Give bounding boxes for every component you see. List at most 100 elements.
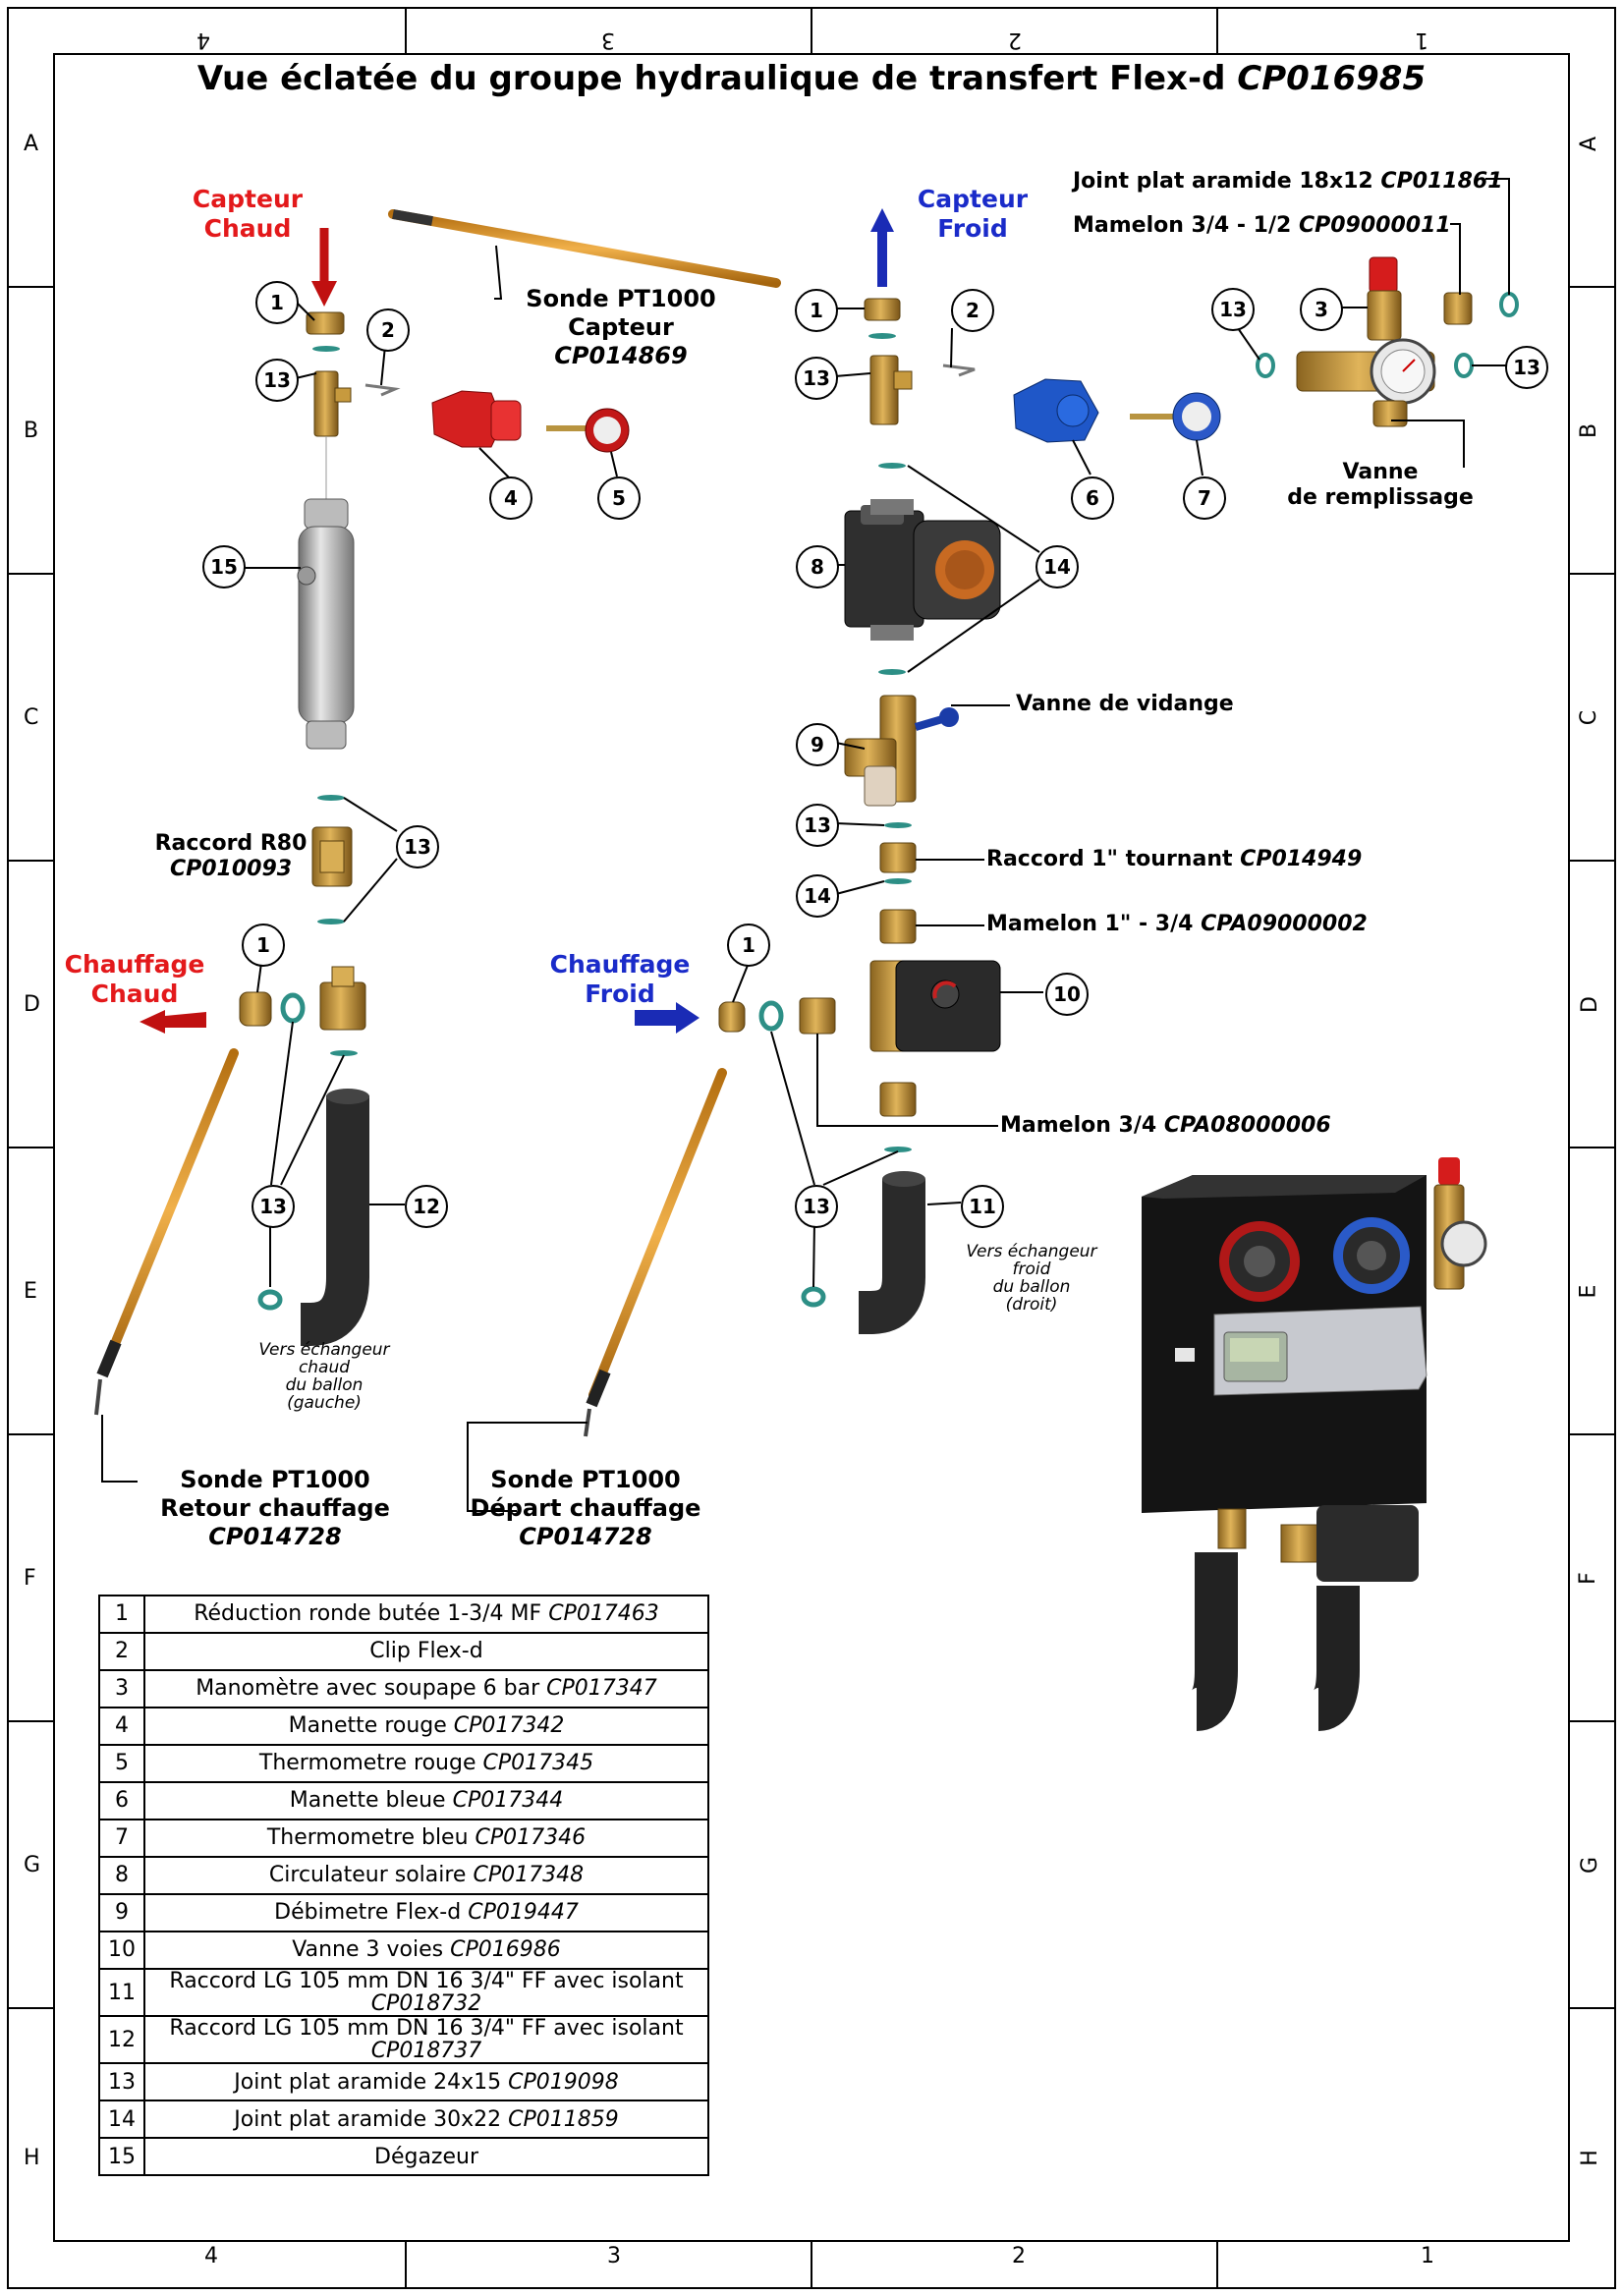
part-reference: CP016986 bbox=[450, 1937, 561, 1963]
part-description: Dégazeur bbox=[143, 2137, 709, 2177]
zone-bottom-1: 1 bbox=[1421, 2244, 1434, 2268]
part-description: Vanne 3 voies CP016986 bbox=[143, 1931, 709, 1970]
part-number: 10 bbox=[98, 1931, 145, 1970]
capteur-chaud-l1: Capteur bbox=[192, 185, 304, 213]
callout-mamelon-34: Mamelon 3/4 CPA08000006 bbox=[1000, 1113, 1331, 1139]
bubble-13: 13 bbox=[795, 1185, 838, 1228]
chauffage-chaud-label: Chauffage Chaud bbox=[61, 950, 208, 1009]
zone-left-B: B bbox=[24, 419, 39, 443]
zone-top-4: 4 bbox=[196, 28, 210, 52]
part-reference: CP019447 bbox=[468, 1900, 579, 1926]
part-number: 9 bbox=[98, 1893, 145, 1932]
bubble-13: 13 bbox=[1505, 346, 1548, 389]
part-description: Thermometre bleu CP017346 bbox=[143, 1819, 709, 1858]
chauffage-froid-label: Chauffage Froid bbox=[546, 950, 694, 1009]
part-number: 7 bbox=[98, 1819, 145, 1858]
zone-right-F: F bbox=[1575, 1572, 1600, 1585]
zone-left-C: C bbox=[24, 705, 39, 730]
part-description-text: Manette bleue bbox=[289, 1788, 453, 1814]
callout-raccord-tournant-ref: CP014949 bbox=[1240, 847, 1363, 871]
zone-right-B: B bbox=[1577, 422, 1602, 439]
callout-sonde-capteur-ref: CP014869 bbox=[554, 341, 688, 369]
part-reference: CP018732 bbox=[370, 1991, 482, 2017]
callout-mamelon-34-12: Mamelon 3/4 - 1/2 CP09000011 bbox=[1073, 213, 1451, 239]
callout-raccord-r80: Raccord R80 CP010093 bbox=[147, 831, 314, 883]
bubble-6: 6 bbox=[1071, 476, 1114, 520]
capteur-chaud-label: Capteur Chaud bbox=[187, 185, 308, 244]
part-description-text: Réduction ronde butée 1-3/4 MF bbox=[194, 1601, 549, 1627]
part-reference: CP017346 bbox=[475, 1825, 587, 1851]
bubble-1: 1 bbox=[795, 289, 838, 332]
part-number: 6 bbox=[98, 1781, 145, 1820]
bubble-2: 2 bbox=[366, 308, 410, 352]
part-description: Raccord LG 105 mm DN 16 3/4" FF avec iso… bbox=[143, 2015, 709, 2065]
callout-sonde-retour: Sonde PT1000 Retour chauffage CP014728 bbox=[140, 1466, 411, 1550]
callout-mamelon-1-34-ref: CPA09000002 bbox=[1201, 912, 1368, 936]
bubble-13: 13 bbox=[796, 804, 839, 847]
part-description-text: Thermometre rouge bbox=[258, 1751, 483, 1776]
part-description: Clip Flex-d bbox=[143, 1632, 709, 1671]
part-description-text: Vanne 3 voies bbox=[292, 1937, 451, 1963]
callout-sonde-retour-l2: Retour chauffage bbox=[160, 1493, 390, 1522]
callout-joint-18x12-text: Joint plat aramide 18x12 bbox=[1073, 169, 1373, 194]
part-description-text: Joint plat aramide 30x22 bbox=[234, 2106, 509, 2132]
callout-joint-18x12-ref: CP011861 bbox=[1380, 169, 1503, 194]
bubble-9: 9 bbox=[796, 723, 839, 766]
bubble-12: 12 bbox=[405, 1185, 448, 1228]
zone-left-E: E bbox=[24, 1279, 37, 1304]
part-number: 5 bbox=[98, 1744, 145, 1783]
callout-mamelon-1-34: Mamelon 1" - 3/4 CPA09000002 bbox=[986, 912, 1368, 937]
callout-sonde-depart-ref: CP014728 bbox=[519, 1522, 652, 1550]
callout-mamelon-34-12-ref: CP09000011 bbox=[1298, 213, 1451, 238]
part-number: 15 bbox=[98, 2137, 145, 2177]
part-reference: CP017345 bbox=[482, 1751, 594, 1776]
bubble-14: 14 bbox=[796, 874, 839, 918]
bubble-15: 15 bbox=[202, 545, 246, 588]
part-reference: CP017348 bbox=[473, 1863, 585, 1888]
part-number: 1 bbox=[98, 1595, 145, 1634]
bubble-5: 5 bbox=[597, 476, 641, 520]
part-reference: CP017347 bbox=[546, 1676, 657, 1702]
part-number: 2 bbox=[98, 1632, 145, 1671]
bubble-14: 14 bbox=[1035, 545, 1079, 588]
capteur-froid-l2: Froid bbox=[937, 214, 1008, 243]
bubble-13: 13 bbox=[255, 359, 299, 402]
bubble-13: 13 bbox=[252, 1185, 295, 1228]
zone-bottom-3: 3 bbox=[607, 2244, 621, 2268]
part-description-text: Manomètre avec soupape 6 bar bbox=[196, 1676, 547, 1702]
page-title: Vue éclatée du groupe hydraulique de tra… bbox=[0, 59, 1623, 98]
zone-right-C: C bbox=[1577, 709, 1602, 726]
bubble-10: 10 bbox=[1045, 973, 1089, 1016]
callout-raccord-tournant-text: Raccord 1" tournant bbox=[986, 847, 1233, 871]
bubble-7: 7 bbox=[1183, 476, 1226, 520]
chauffage-froid-l1: Chauffage bbox=[549, 950, 691, 979]
part-description: Manette rouge CP017342 bbox=[143, 1707, 709, 1746]
bubble-13: 13 bbox=[795, 357, 838, 400]
capteur-froid-label: Capteur Froid bbox=[912, 185, 1034, 244]
bubble-8: 8 bbox=[796, 545, 839, 588]
callout-sonde-capteur: Sonde PT1000 Capteur CP014869 bbox=[503, 285, 739, 369]
title-main: Vue éclatée du groupe hydraulique de tra… bbox=[196, 59, 1226, 98]
part-number: 4 bbox=[98, 1707, 145, 1746]
part-description-text: Manette rouge bbox=[288, 1713, 454, 1739]
bubble-1: 1 bbox=[727, 924, 770, 967]
zone-bottom-2: 2 bbox=[1012, 2244, 1026, 2268]
callout-mamelon-34-12-text: Mamelon 3/4 - 1/2 bbox=[1073, 213, 1292, 238]
bubble-1: 1 bbox=[242, 924, 285, 967]
bubble-13: 13 bbox=[1211, 288, 1255, 331]
part-reference: CP017342 bbox=[453, 1713, 565, 1739]
part-description: Débimetre Flex-d CP019447 bbox=[143, 1893, 709, 1932]
part-description: Manomètre avec soupape 6 bar CP017347 bbox=[143, 1669, 709, 1708]
callout-vanne-remplissage-l1: Vanne bbox=[1342, 460, 1419, 484]
callout-vanne-vidange: Vanne de vidange bbox=[1016, 692, 1234, 716]
bubble-13: 13 bbox=[396, 825, 439, 868]
